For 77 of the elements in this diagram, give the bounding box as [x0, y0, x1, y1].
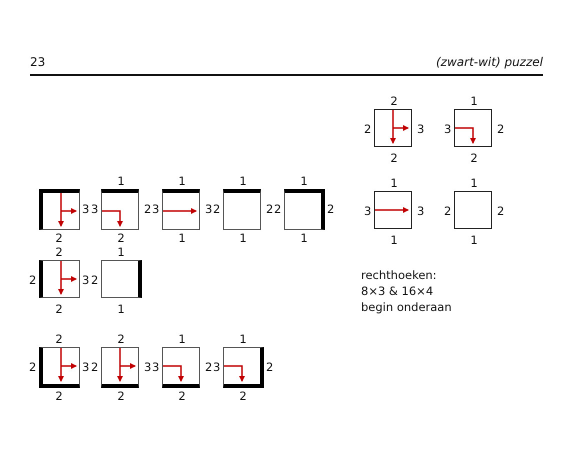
edge-number: 2 — [390, 152, 398, 164]
puzzle-tile — [454, 109, 492, 147]
edge-number: 2 — [117, 390, 125, 402]
edge-number: 3 — [91, 203, 98, 215]
edge-number: 2 — [444, 205, 452, 217]
edge-number: 1 — [390, 234, 398, 246]
edge-number: 2 — [266, 203, 274, 215]
edge-number: 3 — [152, 361, 160, 373]
edge-number: 2 — [117, 232, 125, 244]
edge-number: 3 — [205, 203, 212, 215]
edge-number: 3 — [82, 203, 90, 215]
edge-number: 2 — [55, 246, 63, 258]
edge-number: 1 — [470, 234, 478, 246]
edge-number: 1 — [117, 175, 125, 187]
edge-number: 2 — [266, 361, 274, 373]
edge-number: 2 — [364, 123, 372, 135]
edge-number: 2 — [117, 333, 125, 345]
edge-number: 2 — [55, 333, 63, 345]
page-number: 23 — [30, 55, 46, 69]
edge-number: 1 — [239, 175, 247, 187]
puzzle-tile — [162, 189, 200, 230]
edge-number: 2 — [274, 203, 282, 215]
edge-number: 2 — [91, 274, 98, 286]
edge-number: 2 — [91, 361, 98, 373]
edge-number: 2 — [390, 95, 398, 107]
header-title: (zwart-wit) puzzel — [436, 55, 543, 69]
note-text: 8×3 & 16×4 — [361, 284, 434, 298]
edge-number: 3 — [144, 361, 152, 373]
puzzle-tile — [39, 347, 80, 388]
note-text: begin onderaan — [361, 300, 452, 314]
edge-number: 1 — [470, 95, 478, 107]
edge-number: 1 — [178, 232, 186, 244]
puzzle-tile — [284, 189, 325, 230]
edge-number: 3 — [364, 205, 372, 217]
edge-number: 2 — [239, 390, 247, 402]
edge-number: 3 — [417, 123, 424, 135]
edge-number: 1 — [300, 175, 308, 187]
puzzle-tile — [101, 260, 142, 298]
edge-number: 2 — [497, 205, 504, 217]
puzzle-tile — [374, 109, 412, 147]
edge-number: 1 — [117, 246, 125, 258]
puzzle-tile — [39, 189, 80, 230]
puzzle-tile — [101, 189, 139, 230]
edge-number: 2 — [497, 123, 504, 135]
puzzle-tile — [454, 191, 492, 229]
edge-number: 2 — [144, 203, 152, 215]
edge-number: 2 — [470, 152, 478, 164]
edge-number: 1 — [470, 177, 478, 189]
edge-number: 3 — [444, 123, 452, 135]
puzzle-tile — [223, 347, 264, 388]
edge-number: 2 — [29, 274, 36, 286]
note-text: rechthoeken: — [361, 268, 437, 282]
edge-number: 3 — [417, 205, 424, 217]
edge-number: 1 — [239, 333, 247, 345]
edge-number: 2 — [205, 361, 212, 373]
puzzle-tile — [223, 189, 261, 230]
edge-number: 3 — [82, 274, 90, 286]
edge-number: 2 — [29, 361, 36, 373]
puzzle-tile — [39, 260, 80, 298]
edge-number: 1 — [178, 333, 186, 345]
edge-number: 2 — [55, 390, 63, 402]
edge-number: 2 — [55, 232, 63, 244]
edge-number: 2 — [213, 203, 220, 215]
edge-number: 2 — [55, 303, 63, 315]
puzzle-tile — [101, 347, 139, 388]
edge-number: 1 — [390, 177, 398, 189]
edge-number: 1 — [300, 232, 308, 244]
edge-number: 3 — [152, 203, 160, 215]
edge-number: 1 — [178, 175, 186, 187]
edge-number: 1 — [239, 232, 247, 244]
edge-number: 3 — [82, 361, 90, 373]
edge-number: 2 — [178, 390, 186, 402]
edge-number: 3 — [213, 361, 220, 373]
edge-number: 1 — [117, 303, 125, 315]
puzzle-tile — [374, 191, 412, 229]
puzzle-tile — [162, 347, 200, 388]
edge-number: 2 — [327, 203, 334, 215]
